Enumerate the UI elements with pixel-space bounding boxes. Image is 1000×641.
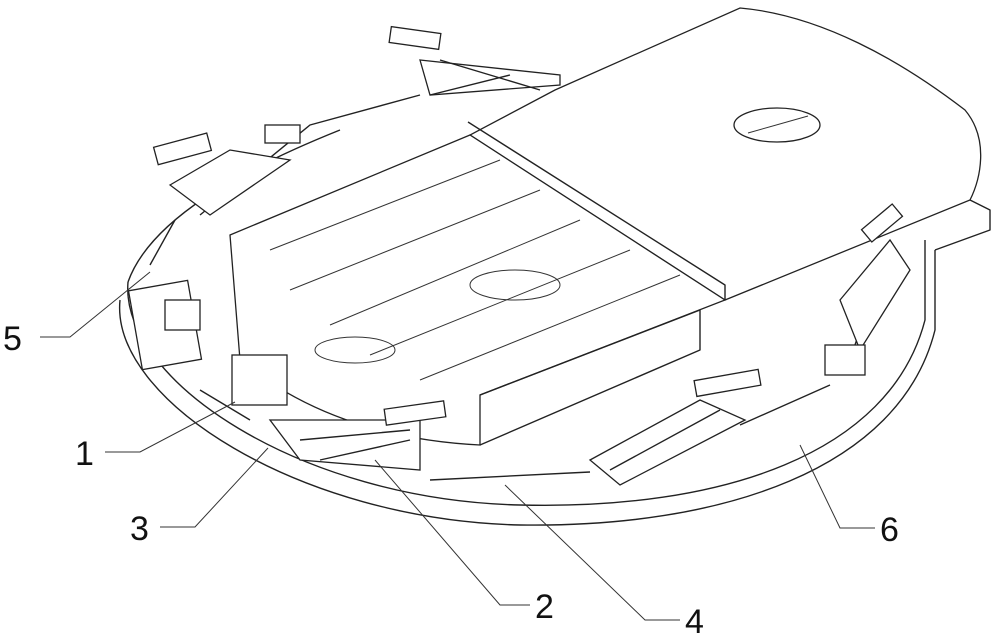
label-4: 4: [685, 603, 704, 641]
label-2: 2: [535, 588, 554, 626]
label-3: 3: [130, 510, 149, 548]
platform: [467, 7, 991, 301]
leader-lines: [40, 271, 875, 621]
label-5: 5: [3, 320, 22, 358]
label-1: 1: [75, 435, 94, 473]
label-6: 6: [880, 511, 899, 549]
linkage-modules: [127, 25, 911, 486]
